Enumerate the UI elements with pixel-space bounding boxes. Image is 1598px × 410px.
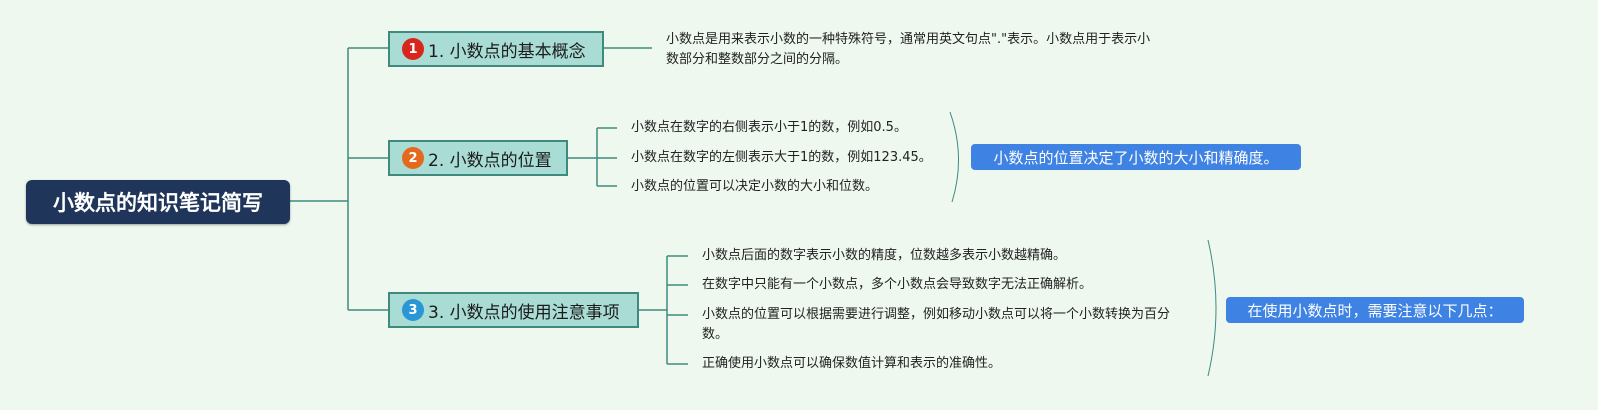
topic-3-detail-2[interactable]: 在数字中只能有一个小数点，多个小数点会导致数字无法正确解析。 [702,277,1093,292]
topic-2-detail-2[interactable]: 小数点在数字的左侧表示大于1的数，例如123.45。 [631,150,932,165]
topic-3-detail-1[interactable]: 小数点后面的数字表示小数的精度，位数越多表示小数越精确。 [702,248,1067,263]
topic-1-label: 1. 小数点的基本概念 [428,41,586,62]
topic-3-detail-3[interactable]: 小数点的位置可以根据需要进行调整，例如移动小数点可以将一个小数转换为百分数。 [702,307,1171,342]
summary-bracket-3 [1207,239,1217,377]
root-node[interactable]: 小数点的知识笔记简写 [26,180,290,224]
number-badge-2-icon: 2 [402,147,424,169]
topic-3-summary[interactable]: 在使用小数点时，需要注意以下几点： [1226,297,1524,323]
number-badge-1-icon: 1 [402,38,424,60]
topic-2-label: 2. 小数点的位置 [428,150,552,171]
topic-2-detail-3[interactable]: 小数点的位置可以决定小数的大小和位数。 [631,179,879,194]
number-badge-3-icon: 3 [402,299,424,321]
topic-1-detail-text: 小数点是用来表示小数的一种特殊符号，通常用英文句点"."表示。小数点用于表示小数… [666,32,1151,67]
summary-bracket-2 [949,111,959,203]
root-title: 小数点的知识笔记简写 [53,191,263,215]
topic-3-summary-text: 在使用小数点时，需要注意以下几点： [1247,301,1503,320]
topic-3-node[interactable]: 3 3. 小数点的使用注意事项 [388,292,639,328]
topic-2-detail-1[interactable]: 小数点在数字的右侧表示小于1的数，例如0.5。 [631,120,907,135]
topic-3-detail-4[interactable]: 正确使用小数点可以确保数值计算和表示的准确性。 [702,356,1002,371]
topic-1-node[interactable]: 1 1. 小数点的基本概念 [388,31,604,67]
topic-1-detail[interactable]: 小数点是用来表示小数的一种特殊符号，通常用英文句点"."表示。小数点用于表示小数… [666,30,1156,70]
topic-2-summary-text: 小数点的位置决定了小数的大小和精确度。 [993,148,1279,167]
topic-3-label: 3. 小数点的使用注意事项 [428,302,620,323]
topic-2-node[interactable]: 2 2. 小数点的位置 [388,140,568,176]
topic-2-summary[interactable]: 小数点的位置决定了小数的大小和精确度。 [971,144,1301,170]
